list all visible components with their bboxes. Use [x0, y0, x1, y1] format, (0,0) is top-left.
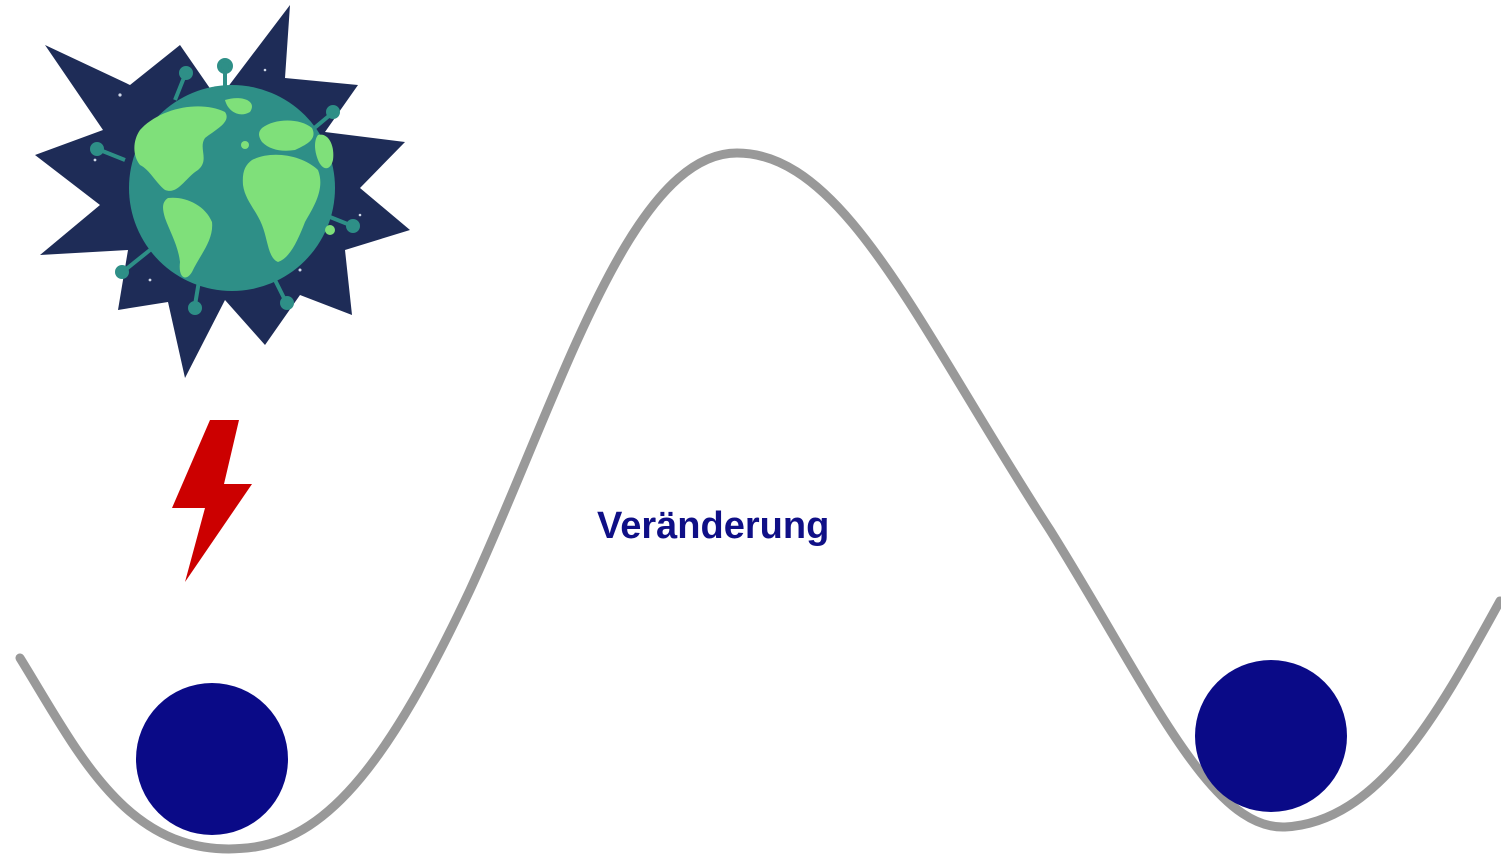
earth-virus-burst-icon [35, 5, 410, 378]
lightning-bolt-icon [172, 420, 252, 582]
ball-left [136, 683, 288, 835]
change-label: Veränderung [597, 503, 829, 549]
ball-right [1195, 660, 1347, 812]
